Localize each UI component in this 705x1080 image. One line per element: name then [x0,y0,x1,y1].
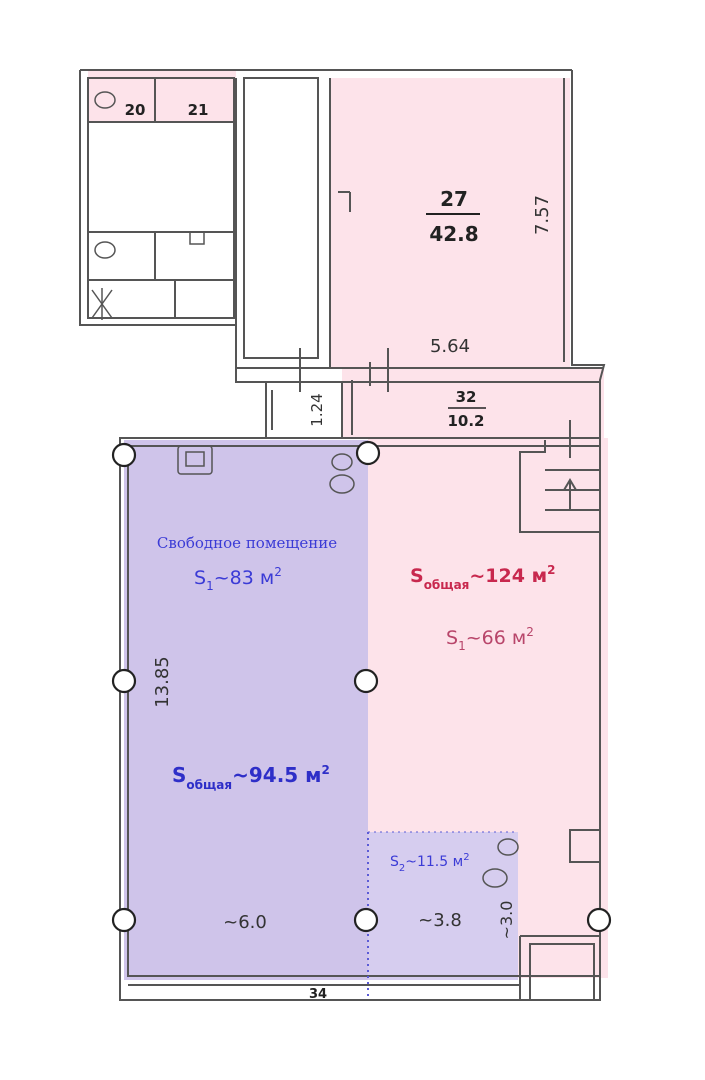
small-space-s2-sub: 2 [399,863,405,874]
column-circle [353,668,379,694]
room-27-width-dim: 5.64 [430,336,470,357]
right-space-total-value: ~124 м [469,565,547,587]
room-27-fill [330,78,570,368]
free-space-total-main: S [172,763,186,787]
column-circle [586,907,612,933]
room-27-number: 27 [440,187,468,211]
small-space-s2-main: S [390,854,399,870]
column-circle [353,907,379,933]
room-21-number: 21 [188,101,209,119]
right-space-s1-sup: 2 [526,625,534,639]
free-space-fill [124,440,368,980]
room-32-area: 10.2 [447,412,484,430]
small-space-s2-value: ~11.5 м [405,854,463,870]
column-circle [111,907,137,933]
right-space-s1-value: ~66 м [466,627,526,649]
column-circle [111,668,137,694]
right-space-s1-sub: 1 [458,639,466,653]
free-space-width-dim: ~6.0 [223,912,267,933]
right-space-s1-main: S [446,627,458,649]
column-circle [111,442,137,468]
free-space-total-value: ~94.5 м [232,763,321,787]
free-space-s1-main: S [194,567,206,589]
free-space-s1: S1~83 м2 [194,565,282,593]
corridor-dim: 1.24 [308,393,326,426]
free-space-total-sup: 2 [322,763,330,777]
right-space-total: Sобщая~124 м2 [410,563,555,592]
free-space-total: Sобщая~94.5 м2 [172,763,330,792]
room-32-number: 32 [456,388,477,406]
room-20-number: 20 [125,101,146,119]
column-markers [111,440,612,933]
free-space-title: Свободное помещение [157,534,337,552]
free-space-total-sub: общая [186,778,232,792]
room-32-fill [342,368,604,438]
room-27-height-dim: 7.57 [532,195,553,235]
room-34-number: 34 [309,987,327,1002]
right-space-total-sup: 2 [547,563,555,577]
small-space-fill [368,832,518,980]
right-space-total-sub: общая [424,578,470,592]
free-space-s1-sup: 2 [274,565,282,579]
small-space-height-dim: ~3.0 [497,901,516,940]
right-space-s1: S1~66 м2 [446,625,534,653]
small-space-s2-sup: 2 [463,852,469,863]
small-space-s2: S2~11.5 м2 [390,852,470,874]
fixtures [91,91,519,888]
room-27-area: 42.8 [429,222,478,246]
free-space-height-dim: 13.85 [152,656,173,708]
right-space-total-main: S [410,565,424,587]
free-space-s1-sub: 1 [206,579,214,593]
small-space-width-dim: ~3.8 [418,910,462,931]
column-circle [355,440,381,466]
free-space-s1-value: ~83 м [214,567,274,589]
